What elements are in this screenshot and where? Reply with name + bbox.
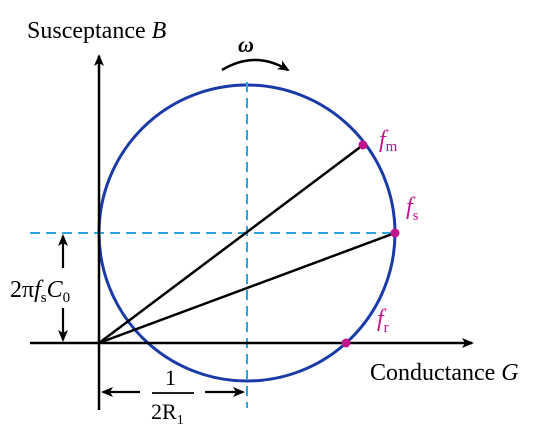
point-fm [358, 140, 368, 150]
point-fr [341, 338, 351, 348]
left-dimension-label: 2πfsC0 [10, 277, 70, 306]
phasor-line-fm [98, 144, 364, 344]
point-fs [390, 228, 400, 238]
conductance-axis-label: Conductance G [370, 360, 519, 386]
susceptance-axis-label: Susceptance B [27, 18, 167, 44]
label-fs: fs [406, 194, 419, 224]
label-fm: fm [379, 127, 398, 155]
bottom-dimension-denominator: 2R1 [151, 399, 184, 428]
label-fr: fr [377, 306, 389, 336]
bottom-dimension-numerator: 1 [165, 365, 176, 390]
rotation-arrow [221, 58, 290, 72]
phasor-line-fs [98, 231, 396, 345]
omega-label: ω [238, 32, 254, 57]
